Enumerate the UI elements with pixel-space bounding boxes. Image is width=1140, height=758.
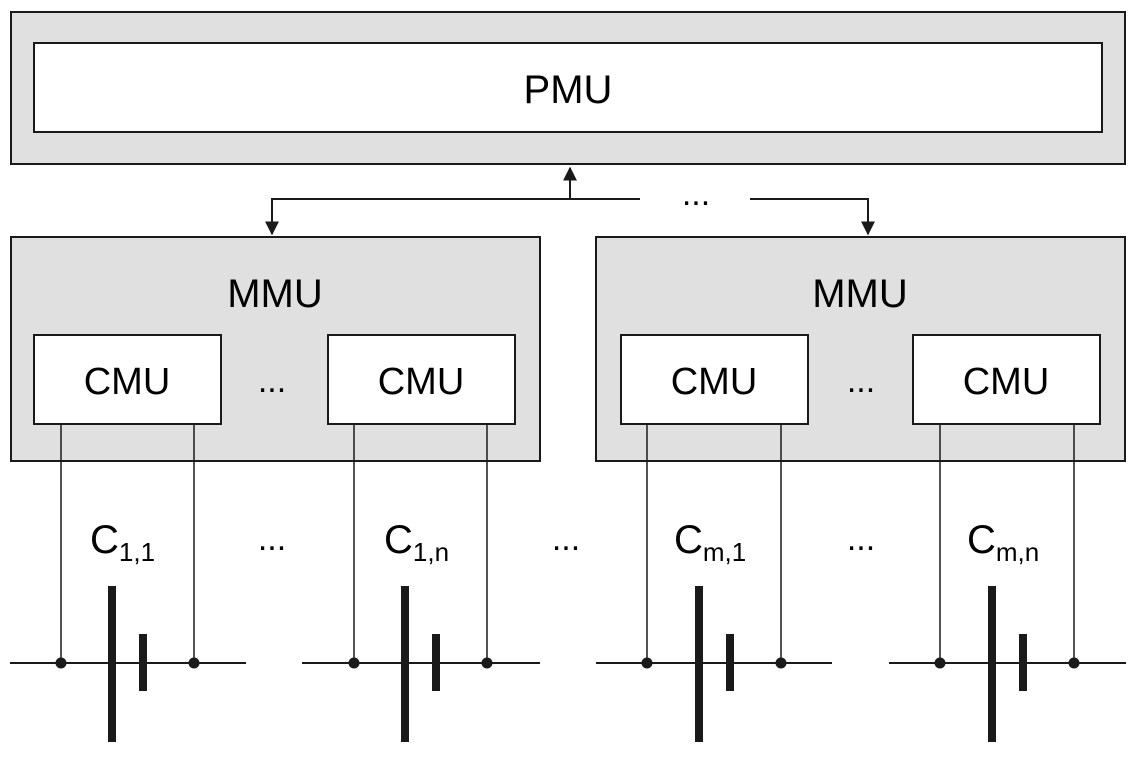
cmu-label: CMU bbox=[963, 361, 1050, 403]
communication-bus bbox=[265, 166, 875, 236]
cmu-box bbox=[33, 334, 222, 425]
cmu-label: CMU bbox=[378, 361, 465, 403]
cell-label: C1,n bbox=[384, 518, 449, 567]
cell-label-subscript: 1,n bbox=[413, 537, 449, 567]
bus-ellipsis: ... bbox=[682, 175, 710, 213]
cell-ellipsis: ... bbox=[847, 520, 875, 558]
junction-dot bbox=[934, 657, 946, 669]
junction-dot bbox=[55, 657, 67, 669]
junction-dot bbox=[775, 657, 787, 669]
battery-cell bbox=[302, 424, 540, 742]
cell-label-base: C bbox=[384, 518, 413, 562]
cell-label-subscript: m,1 bbox=[703, 537, 746, 567]
cmu-box bbox=[620, 334, 809, 425]
battery-cell bbox=[889, 424, 1126, 742]
junction-dot bbox=[1068, 657, 1080, 669]
junction-dot bbox=[348, 657, 360, 669]
pmu-inner-box bbox=[33, 42, 1103, 133]
bus-left-line bbox=[265, 198, 640, 236]
cell-label: Cm,1 bbox=[674, 518, 746, 567]
module-ellipsis: ... bbox=[552, 520, 580, 558]
cmu-label: CMU bbox=[84, 361, 171, 403]
cell-label: C1,1 bbox=[90, 518, 155, 567]
junction-dot bbox=[641, 657, 653, 669]
cmu-box bbox=[327, 334, 516, 425]
cmu-ellipsis: ... bbox=[847, 362, 875, 400]
cell-label: Cm,n bbox=[967, 518, 1039, 567]
cell-label-subscript: 1,1 bbox=[119, 537, 155, 567]
cell-label-base: C bbox=[967, 518, 996, 562]
cell-label-subscript: m,n bbox=[996, 537, 1039, 567]
mmu-block-1: MMU CMU ... CMU bbox=[10, 236, 541, 462]
junction-dot bbox=[481, 657, 493, 669]
battery-cell bbox=[596, 424, 832, 742]
pmu-block: PMU bbox=[10, 11, 1126, 165]
cell-labels: C1,1 C1,n Cm,1 Cm,n ... ... ... bbox=[90, 518, 1039, 567]
cmu-box bbox=[912, 334, 1101, 425]
cell-ellipsis: ... bbox=[258, 520, 286, 558]
cell-label-base: C bbox=[90, 518, 119, 562]
mmu-label: MMU bbox=[812, 272, 908, 316]
battery-cell bbox=[10, 424, 246, 742]
cmu-label: CMU bbox=[671, 361, 758, 403]
junction-dot bbox=[188, 657, 200, 669]
pmu-label: PMU bbox=[524, 68, 613, 112]
mmu-label: MMU bbox=[227, 272, 323, 316]
cmu-ellipsis: ... bbox=[258, 362, 286, 400]
mmu-block-2: MMU CMU ... CMU bbox=[595, 236, 1126, 462]
bus-right-line bbox=[750, 198, 875, 236]
cell-label-base: C bbox=[674, 518, 703, 562]
